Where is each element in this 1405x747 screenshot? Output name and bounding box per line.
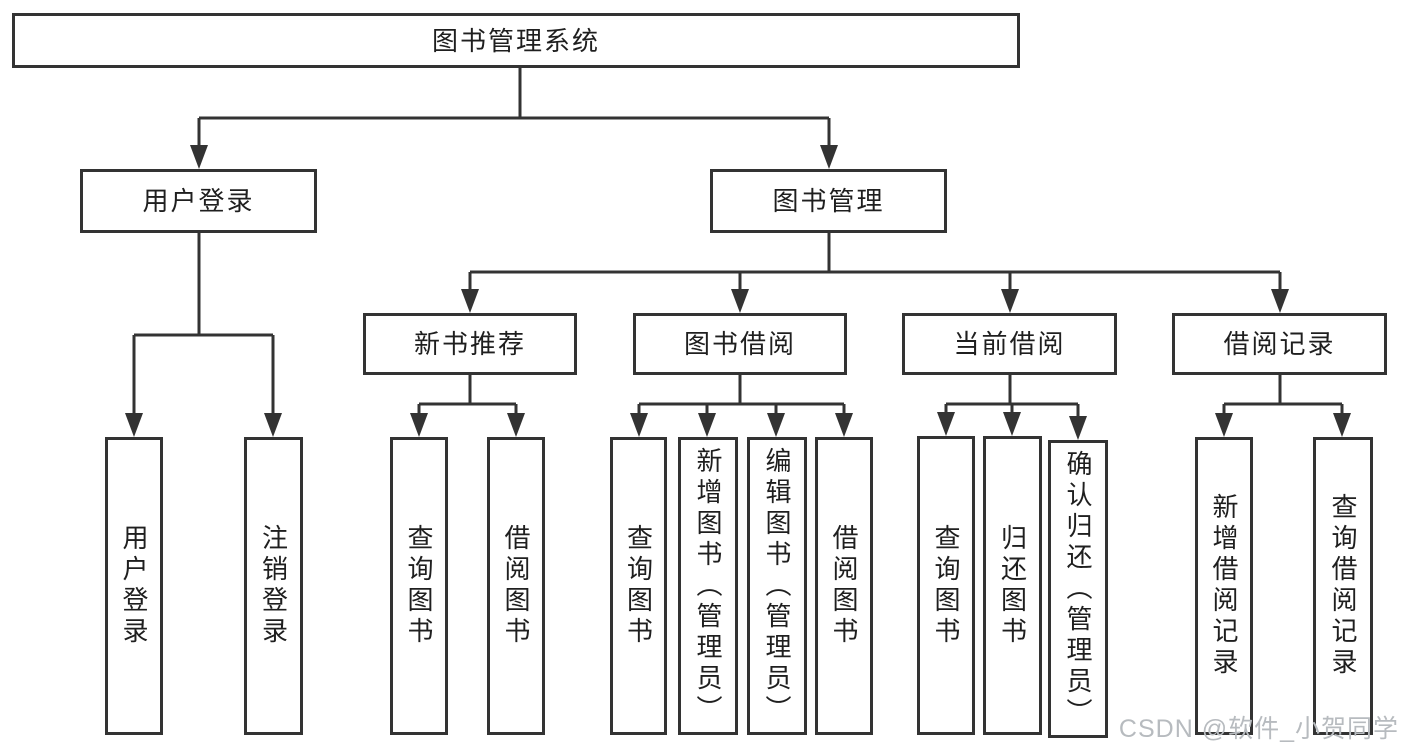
connector-currentborrow-to-leaves (944, 375, 1080, 422)
leaf-query-books-2: 查询图书 (610, 437, 667, 735)
leaf-user-login-label: 用户登录 (119, 524, 149, 648)
leaf-add-borrow-record: 新增借阅记录 (1195, 437, 1253, 735)
arrow-down-icon (820, 145, 838, 169)
arrow-down-icon (630, 413, 648, 437)
node-current-borrowing-label: 当前借阅 (953, 329, 1066, 359)
leaf-borrow-books-1-label: 借阅图书 (501, 524, 531, 648)
arrow-down-icon (1271, 289, 1289, 313)
leaf-query-books-1-label: 查询图书 (404, 524, 434, 648)
leaf-edit-books-admin-label: 编辑图书（管理员） (762, 446, 792, 726)
arrow-down-icon (731, 289, 749, 313)
arrow-down-icon (190, 145, 208, 169)
leaf-return-books-label: 归还图书 (997, 523, 1028, 648)
leaf-query-books-2-label: 查询图书 (623, 524, 654, 648)
leaf-confirm-return-admin: 确认归还（管理员） (1048, 440, 1108, 738)
arrow-down-icon (698, 413, 716, 437)
arrow-down-icon (461, 289, 479, 313)
leaf-query-borrow-record: 查询借阅记录 (1313, 437, 1373, 735)
connector-root-to-level2 (197, 68, 831, 151)
arrow-down-icon (507, 413, 525, 437)
leaf-logout: 注销登录 (244, 437, 303, 735)
arrow-down-icon (410, 413, 428, 437)
arrowheads (125, 145, 1351, 440)
node-book-borrowing: 图书借阅 (633, 313, 847, 375)
node-new-book-recommend-label: 新书推荐 (413, 329, 526, 359)
leaf-add-books-admin: 新增图书（管理员） (678, 437, 738, 735)
node-new-book-recommend: 新书推荐 (363, 313, 577, 375)
connector-newbook-to-leaves (417, 375, 518, 419)
leaf-confirm-return-admin-label: 确认归还（管理员） (1063, 449, 1093, 729)
node-current-borrowing: 当前借阅 (902, 313, 1117, 375)
arrow-down-icon (937, 412, 955, 436)
arrow-down-icon (1003, 412, 1021, 436)
arrow-down-icon (264, 413, 282, 437)
node-user-login-label: 用户登录 (142, 186, 255, 216)
leaf-borrow-books-2: 借阅图书 (815, 437, 873, 735)
node-root-system-label: 图书管理系统 (431, 25, 600, 56)
leaf-user-login: 用户登录 (105, 437, 163, 735)
leaf-borrow-books-1: 借阅图书 (487, 437, 545, 735)
connector-borrowrecord-to-leaves (1222, 375, 1344, 419)
leaf-add-borrow-record-label: 新增借阅记录 (1209, 493, 1239, 679)
arrow-down-icon (1333, 413, 1351, 437)
connector-bookborrow-to-leaves (637, 375, 846, 419)
node-root-system: 图书管理系统 (12, 13, 1020, 68)
leaf-query-books-3-label: 查询图书 (931, 523, 961, 648)
arrow-down-icon (1069, 416, 1087, 440)
leaf-borrow-books-2-label: 借阅图书 (829, 524, 859, 648)
arrow-down-icon (125, 413, 143, 437)
node-book-management: 图书管理 (710, 169, 947, 233)
csdn-watermark: CSDN @软件_小贺同学 (1118, 715, 1399, 743)
connector-userlogin-to-leaves (132, 233, 275, 419)
arrow-down-icon (1001, 289, 1019, 313)
leaf-query-books-1: 查询图书 (390, 437, 448, 735)
arrow-down-icon (767, 413, 785, 437)
leaf-query-borrow-record-label: 查询借阅记录 (1328, 493, 1358, 679)
node-book-management-label: 图书管理 (772, 186, 885, 216)
leaf-logout-label: 注销登录 (258, 524, 289, 648)
node-borrowing-records-label: 借阅记录 (1223, 329, 1336, 359)
node-user-login: 用户登录 (80, 169, 317, 233)
leaf-add-books-admin-label: 新增图书（管理员） (693, 446, 723, 726)
leaf-query-books-3: 查询图书 (917, 436, 975, 735)
leaf-return-books: 归还图书 (983, 436, 1042, 735)
node-book-borrowing-label: 图书借阅 (683, 329, 796, 359)
arrow-down-icon (1215, 413, 1233, 437)
leaf-edit-books-admin: 编辑图书（管理员） (747, 437, 807, 735)
node-borrowing-records: 借阅记录 (1172, 313, 1387, 375)
connector-bookmgmt-to-level3 (468, 233, 1282, 295)
arrow-down-icon (835, 413, 853, 437)
